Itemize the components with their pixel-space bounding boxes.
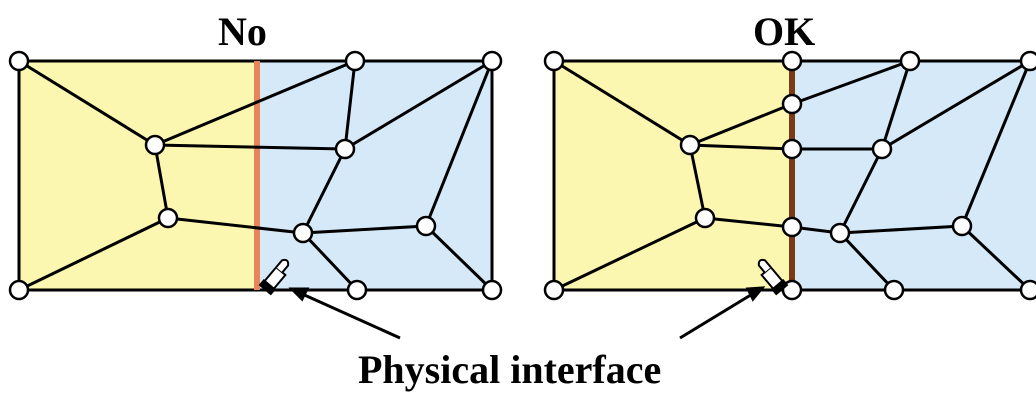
right-domain-region (792, 61, 1036, 290)
caption-arrows (288, 286, 766, 340)
mesh-edges (553, 59, 1032, 292)
arrow-left (299, 291, 401, 340)
caption-physical-interface: Physical interface (358, 347, 662, 392)
mesh-nodes (8, 50, 503, 301)
mesh-edges (18, 59, 494, 292)
panel-ok (543, 50, 1036, 301)
left-domain-region (19, 61, 257, 290)
pointing-hand-icon (258, 258, 290, 296)
pointing-hand-icon (757, 258, 789, 296)
arrow-right (679, 291, 755, 340)
left-domain-region (554, 61, 792, 290)
mesh-nodes (543, 50, 1036, 301)
title-ok: OK (753, 9, 816, 54)
title-no: No (218, 9, 267, 54)
panel-no (8, 50, 503, 301)
